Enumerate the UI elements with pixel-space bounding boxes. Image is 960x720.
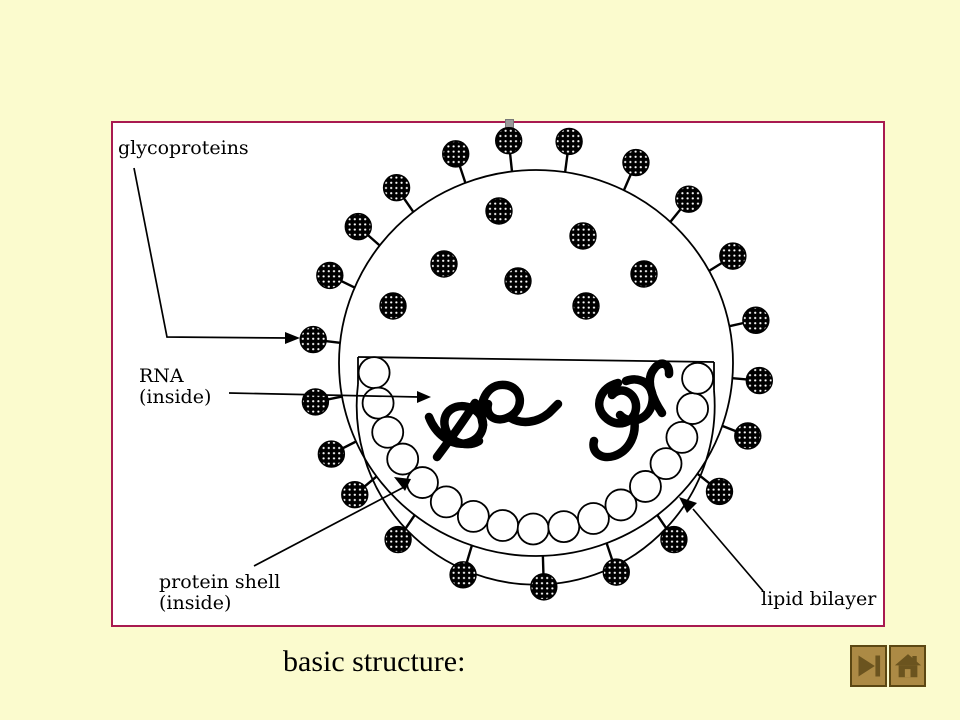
next-slide-icon (858, 655, 880, 677)
glycoproteins-label: glycoproteins (118, 137, 249, 159)
protein-shell-label-line2: (inside) (159, 592, 232, 614)
slide-nav (850, 645, 926, 687)
home-button[interactable] (889, 645, 926, 687)
protein-shell-label: protein shell(inside) (159, 572, 280, 614)
rna-label-line1: RNA (139, 365, 184, 387)
home-icon (894, 654, 921, 678)
rna-label: RNA(inside) (139, 366, 211, 408)
virus-structure-figure: glycoproteins RNA(inside) protein shell(… (111, 119, 885, 627)
next-slide-button[interactable] (850, 645, 887, 687)
virus-diagram (133, 126, 774, 601)
protein-shell-label-line1: protein shell (159, 571, 281, 593)
slide-caption: basic structure: (283, 645, 466, 678)
rna-label-line2: (inside) (139, 386, 212, 408)
lipid-bilayer-label: lipid bilayer (761, 588, 877, 610)
